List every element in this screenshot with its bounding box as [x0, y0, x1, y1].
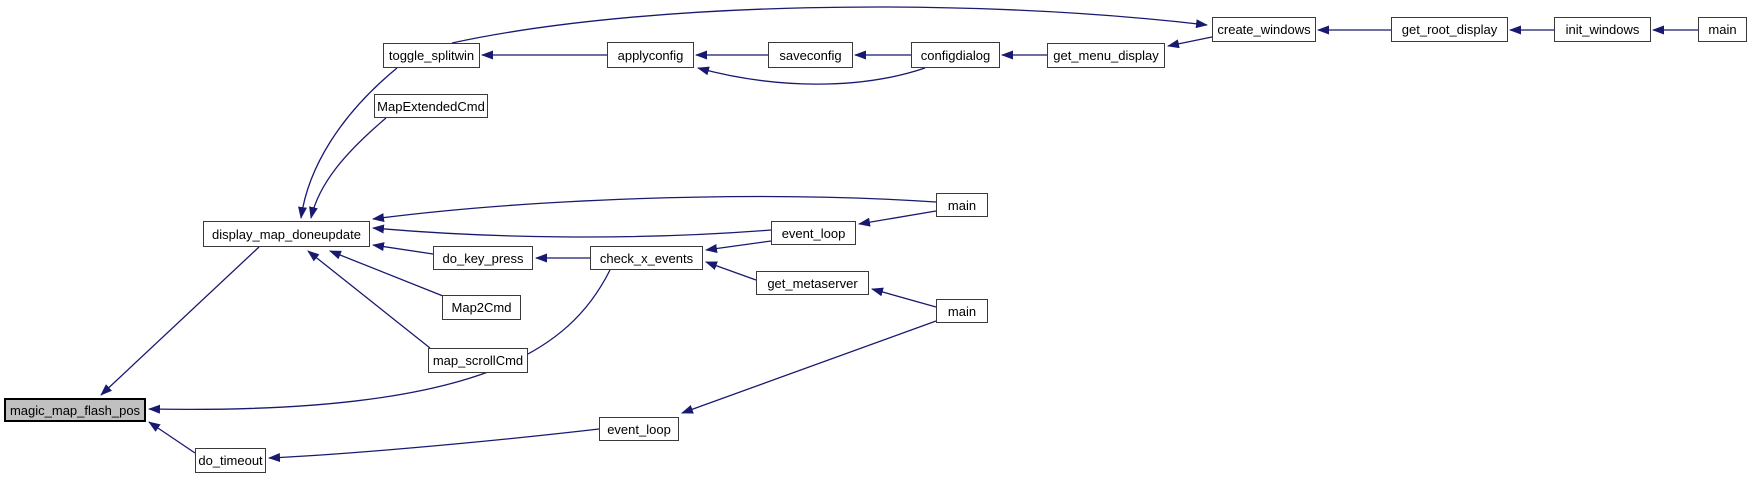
- node-MapExtendedCmd[interactable]: MapExtendedCmd: [374, 94, 488, 118]
- node-display_map_doneupdate[interactable]: display_map_doneupdate: [203, 221, 370, 247]
- edge-do_key_press-to-display_map_doneupdate: [372, 242, 434, 255]
- edge-main_mid-to-display_map_doneupdate: [372, 195, 937, 223]
- node-do_timeout[interactable]: do_timeout: [195, 448, 266, 473]
- node-main_top[interactable]: main: [1698, 17, 1747, 42]
- node-event_loop_top[interactable]: event_loop: [771, 221, 856, 245]
- node-toggle_splitwin[interactable]: toggle_splitwin: [383, 43, 480, 68]
- edge-configdialog-to-applyconfig: [697, 66, 926, 85]
- edge-check_x_events-to-magic_map_flash_pos: [148, 269, 611, 414]
- edge-toggle_splitwin-to-display_map_doneupdate: [298, 67, 398, 219]
- node-do_key_press[interactable]: do_key_press: [433, 246, 533, 270]
- edge-event_loop_top-to-display_map_doneupdate: [372, 224, 772, 238]
- edge-event_loop_top-to-check_x_events: [705, 240, 772, 253]
- edge-do_timeout-to-magic_map_flash_pos: [148, 421, 196, 454]
- node-configdialog[interactable]: configdialog: [911, 42, 1000, 68]
- node-event_loop_bottom[interactable]: event_loop: [599, 417, 679, 441]
- node-get_menu_display[interactable]: get_menu_display: [1047, 43, 1165, 68]
- node-magic_map_flash_pos: magic_map_flash_pos: [4, 398, 146, 422]
- edge-main_lower-to-get_metaserver: [871, 287, 937, 308]
- edge-create_windows-to-get_menu_display: [1167, 36, 1213, 49]
- edge-get_metaserver-to-check_x_events: [705, 261, 757, 281]
- edge-display_map_doneupdate-to-magic_map_flash_pos: [100, 246, 260, 396]
- node-saveconfig[interactable]: saveconfig: [768, 42, 853, 68]
- node-applyconfig[interactable]: applyconfig: [607, 42, 694, 68]
- node-map_scrollCmd[interactable]: map_scrollCmd: [428, 348, 528, 373]
- node-init_windows[interactable]: init_windows: [1554, 17, 1651, 42]
- edge-main_lower-to-event_loop_bottom: [681, 320, 937, 414]
- node-main_lower[interactable]: main: [936, 299, 988, 323]
- node-main_mid[interactable]: main: [936, 193, 988, 217]
- edge-MapExtendedCmd-to-display_map_doneupdate: [309, 117, 387, 219]
- edge-main_mid-to-event_loop_top: [858, 210, 937, 227]
- edge-toggle_splitwin-to-create_windows: [451, 6, 1208, 44]
- node-get_root_display[interactable]: get_root_display: [1391, 17, 1508, 42]
- node-get_metaserver[interactable]: get_metaserver: [756, 271, 869, 295]
- node-check_x_events[interactable]: check_x_events: [590, 246, 703, 270]
- node-Map2Cmd[interactable]: Map2Cmd: [442, 295, 521, 320]
- edge-Map2Cmd-to-display_map_doneupdate: [329, 250, 444, 297]
- node-create_windows[interactable]: create_windows: [1212, 17, 1316, 42]
- edge-map_scrollCmd-to-display_map_doneupdate: [307, 250, 431, 349]
- edge-event_loop_bottom-to-do_timeout: [268, 428, 600, 463]
